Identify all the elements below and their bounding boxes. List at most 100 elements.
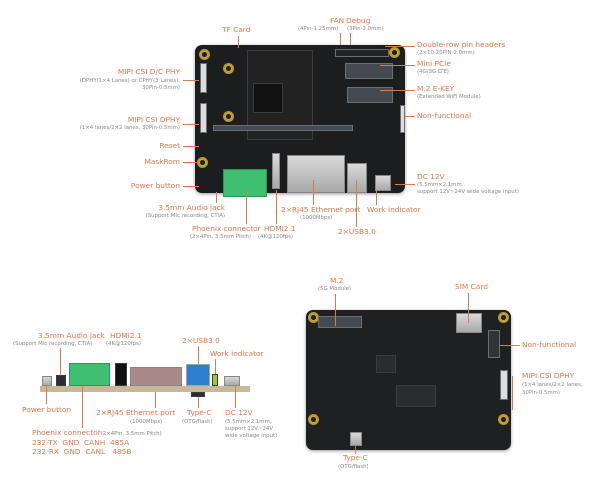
mount-hole bbox=[498, 414, 509, 425]
csi-d-connector bbox=[200, 103, 207, 133]
label-mini-pcie: Mini PCIe bbox=[417, 59, 451, 68]
label-audio-jack: 3.5mm Audio jack bbox=[158, 203, 225, 212]
board-top-view bbox=[195, 45, 405, 197]
label-csi-dc: MIPI CSI D/C PHY bbox=[117, 67, 180, 76]
label-rj45-spec: (1000Mbps) bbox=[300, 215, 333, 221]
work-led bbox=[212, 374, 218, 386]
label-typec-front-spec: (OTG/flash) bbox=[182, 419, 213, 425]
rj45-ports bbox=[287, 155, 345, 193]
usb-ports bbox=[347, 163, 367, 193]
mount-hole bbox=[389, 47, 400, 58]
label-non-functional: Non-functional bbox=[417, 111, 472, 120]
mount-hole bbox=[223, 111, 234, 122]
label-typec-bottom: Type-C bbox=[343, 453, 368, 462]
label-work-indicator-front: Work indicator bbox=[210, 349, 264, 358]
label-dc12v-front-spec: (5.5mm×2.1mm, bbox=[225, 419, 272, 425]
label-work-indicator: Work indicator bbox=[367, 205, 421, 214]
label-m2-ekey-spec: (Extended WiFi Module) bbox=[417, 94, 481, 100]
label-csi-bottom-spec: (1×4 lanes/2×2 lanes, bbox=[522, 382, 583, 388]
label-audio-jack-spec: (Support Mic recording, CTIA) bbox=[145, 213, 225, 219]
board-bottom-view bbox=[306, 310, 511, 450]
label-hdmi-front-spec: (4K@120fps) bbox=[106, 341, 141, 347]
fpc-connector bbox=[400, 105, 405, 133]
board-front-view bbox=[40, 386, 250, 392]
chip bbox=[376, 355, 396, 373]
label-reset: Reset bbox=[159, 141, 180, 150]
label-debug: Debug bbox=[346, 16, 371, 25]
label-non-functional-bottom: Non-functional bbox=[522, 340, 577, 349]
mount-hole bbox=[498, 312, 509, 323]
fpc-connector bbox=[488, 330, 500, 358]
dc-jack bbox=[375, 175, 391, 191]
label-mini-pcie-spec: (4G/3G LTE) bbox=[417, 69, 449, 75]
m2-ekey-slot bbox=[347, 87, 393, 103]
usb-ports bbox=[186, 364, 210, 386]
label-csi-d-spec: (1×4 lanes/2×2 lanes, 30Pin-0.5mm) bbox=[79, 125, 180, 131]
label-m2-ekey: M.2 E-KEY bbox=[417, 84, 455, 93]
label-hdmi-spec: (4K@120fps) bbox=[258, 234, 293, 240]
sim-slot bbox=[456, 313, 482, 333]
label-pin-headers-spec: (2×10-20PIN-2.0mm) bbox=[417, 50, 475, 56]
csi-dc-connector bbox=[200, 63, 207, 93]
label-csi-bottom-spec2: 30Pin-0.5mm) bbox=[522, 390, 561, 396]
power-button bbox=[42, 376, 52, 386]
mini-pcie-slot bbox=[345, 63, 393, 79]
pin-header bbox=[335, 49, 389, 57]
label-m2-5g: M.2 bbox=[330, 276, 344, 285]
label-phoenix-front-spec: (2×4Pin, 3.5mm Pitch) bbox=[100, 431, 162, 437]
label-hdmi-front: HDMI2.1 bbox=[110, 331, 142, 340]
hdmi-port bbox=[115, 363, 127, 386]
label-dc12v-spec2: support 12V~24V wide voltage input) bbox=[417, 189, 519, 195]
mount-hole bbox=[308, 414, 319, 425]
label-rj45-front-spec: (1000Mbps) bbox=[130, 419, 163, 425]
phoenix-pinout-row2: 232-RX GND CANL 485B bbox=[32, 447, 132, 456]
label-tf-card: TF Card bbox=[222, 25, 251, 34]
label-dc12v-front: DC 12V bbox=[225, 408, 253, 417]
phoenix-block bbox=[69, 363, 110, 386]
label-sim-card: SIM Card bbox=[455, 282, 488, 291]
label-pin-headers: Double-row pin headers bbox=[417, 40, 506, 49]
mount-hole bbox=[308, 312, 319, 323]
label-power-button-front: Power button bbox=[22, 405, 72, 414]
typec-port bbox=[191, 392, 205, 397]
label-typec-front: Type-C bbox=[187, 408, 212, 417]
label-typec-bottom-spec: (OTG/flash) bbox=[338, 464, 369, 470]
label-csi-dc-spec2: 30Pin-0.5mm) bbox=[141, 85, 180, 91]
label-rj45: 2×RJ45 Ethernet port bbox=[281, 205, 361, 214]
soc-chip bbox=[253, 83, 283, 113]
label-power-button: Power button bbox=[130, 181, 180, 190]
label-dc12v-front-spec2: support 12V~24V bbox=[225, 426, 274, 432]
phoenix-pinout-row1: 232-TX GND CANH 485A bbox=[32, 438, 130, 447]
phoenix-block bbox=[223, 169, 267, 197]
label-maskrom: MaskRom bbox=[144, 157, 180, 166]
label-hdmi: HDMI2.1 bbox=[264, 224, 296, 233]
label-fan-spec: (4Pin-1.25mm) bbox=[298, 26, 339, 32]
mount-hole bbox=[197, 157, 208, 168]
label-usb30-front: 2×USB3.0 bbox=[182, 336, 220, 345]
label-csi-dc-spec: (DPHY(1×4 Lanes) or CPHY(3 Lanes), bbox=[79, 78, 180, 84]
label-phoenix-front: Phoenix connector(2×4Pin, 3.5mm Pitch) bbox=[32, 428, 162, 438]
chip bbox=[396, 385, 436, 407]
mount-hole bbox=[199, 49, 210, 60]
label-phoenix: Phoenix connector bbox=[192, 224, 261, 233]
label-dc12v-spec: (5.5mm×2.1mm, bbox=[417, 182, 464, 188]
label-m2-5g-spec: (5G Module) bbox=[318, 286, 352, 292]
rj45-ports bbox=[130, 367, 182, 386]
hdmi-port bbox=[272, 153, 280, 189]
label-rj45-front: 2×RJ45 Ethernet port bbox=[96, 408, 176, 417]
label-phoenix-front-title: Phoenix connector bbox=[32, 428, 101, 437]
label-csi-bottom: MIPI CSI DPHY bbox=[522, 371, 575, 380]
audio-jack bbox=[56, 375, 66, 386]
typec-port bbox=[350, 432, 362, 446]
label-csi-d: MIPI CSI DPHY bbox=[127, 115, 180, 124]
dc-jack bbox=[224, 376, 240, 386]
m2-slot bbox=[213, 125, 353, 131]
label-phoenix-spec: (2×4Pin, 3.5mm Pitch) bbox=[190, 234, 251, 240]
label-audio-jack-front: 3.5mm Audio jack bbox=[38, 331, 105, 340]
label-dc12v: DC 12V bbox=[417, 172, 445, 181]
m2-5g-slot bbox=[318, 316, 362, 328]
label-dc12v-front-spec3: wide voltage input) bbox=[225, 433, 278, 439]
label-fan: FAN bbox=[330, 16, 345, 25]
csi-connector bbox=[500, 370, 508, 400]
mount-hole bbox=[223, 63, 234, 74]
